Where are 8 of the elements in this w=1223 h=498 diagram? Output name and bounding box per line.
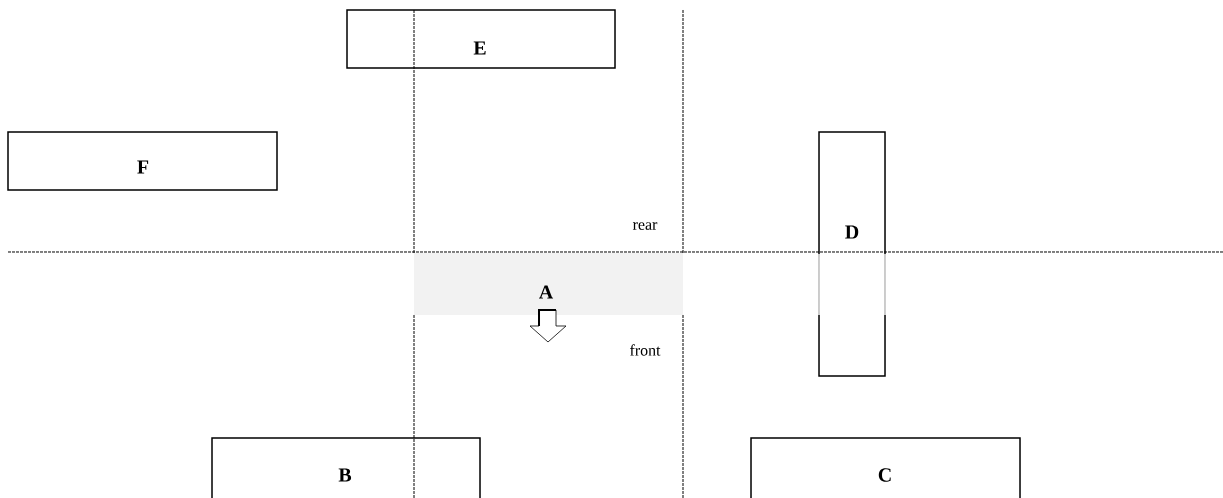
vehicle-box: E <box>346 9 616 69</box>
vehicle-box: C <box>750 437 1021 498</box>
side-label: rear <box>632 222 658 230</box>
vehicle-box: B <box>211 437 481 498</box>
vehicle-box: F <box>7 131 278 191</box>
vehicle-box: D <box>818 131 886 377</box>
shaded-area: A <box>539 285 554 299</box>
side-label: front <box>630 344 661 356</box>
